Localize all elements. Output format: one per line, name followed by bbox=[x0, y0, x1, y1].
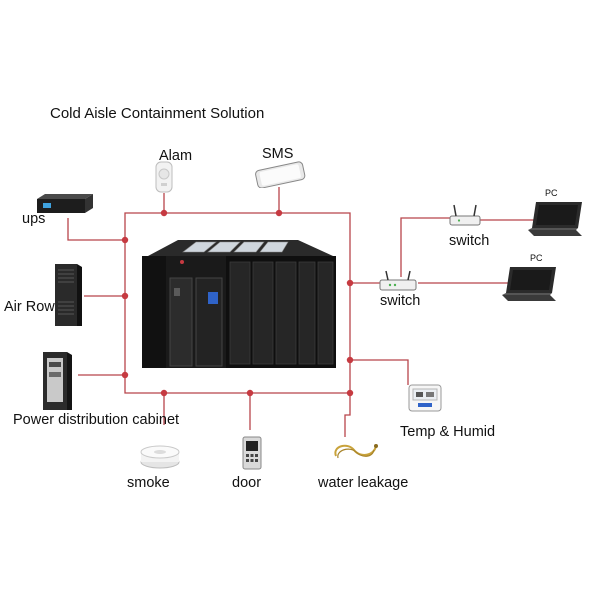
label-alarm: Alam bbox=[159, 148, 193, 164]
label-temp-humid: Temp & Humid bbox=[400, 424, 496, 440]
wire-water bbox=[344, 393, 351, 437]
label-switch-mid: switch bbox=[380, 293, 421, 309]
node bbox=[246, 389, 254, 397]
laptop-bottom-icon bbox=[502, 267, 556, 301]
label-air-row: Air Row bbox=[4, 299, 55, 315]
node bbox=[160, 209, 168, 217]
switch-top-icon bbox=[449, 204, 481, 226]
wire-switch-up bbox=[400, 217, 450, 277]
laptop-top-icon bbox=[528, 202, 582, 236]
temp-humidity-sensor-icon bbox=[408, 384, 442, 412]
diagram-title: Cold Aisle Containment Solution bbox=[50, 105, 265, 122]
node bbox=[160, 389, 168, 397]
node bbox=[346, 356, 354, 364]
cold-aisle-containment-icon bbox=[142, 240, 336, 368]
label-power-distribution: Power distribution cabinet bbox=[13, 412, 180, 428]
wire-ups bbox=[67, 218, 125, 241]
air-row-cabinet-icon bbox=[55, 264, 82, 326]
label-pc-bottom: PC bbox=[530, 253, 543, 263]
door-sensor-icon bbox=[242, 436, 262, 470]
node bbox=[121, 292, 129, 300]
power-cabinet-icon bbox=[43, 352, 72, 410]
node bbox=[346, 279, 354, 287]
smoke-detector-icon bbox=[140, 445, 180, 469]
label-smoke: smoke bbox=[127, 475, 170, 491]
alarm-device-icon bbox=[155, 161, 173, 193]
node bbox=[121, 236, 129, 244]
node bbox=[346, 389, 354, 397]
label-ups: ups bbox=[22, 211, 46, 227]
label-pc-top: PC bbox=[545, 188, 558, 198]
label-water-leakage: water leakage bbox=[318, 475, 409, 491]
wire-temp bbox=[350, 359, 409, 385]
label-sms: SMS bbox=[262, 146, 294, 162]
node bbox=[275, 209, 283, 217]
label-door: door bbox=[232, 475, 262, 491]
ups-icon bbox=[37, 194, 93, 213]
switch-mid-icon bbox=[379, 270, 417, 291]
water-leak-sensor-icon bbox=[334, 444, 378, 459]
phone-icon bbox=[255, 161, 306, 188]
node bbox=[121, 371, 129, 379]
label-switch-top: switch bbox=[449, 233, 490, 249]
